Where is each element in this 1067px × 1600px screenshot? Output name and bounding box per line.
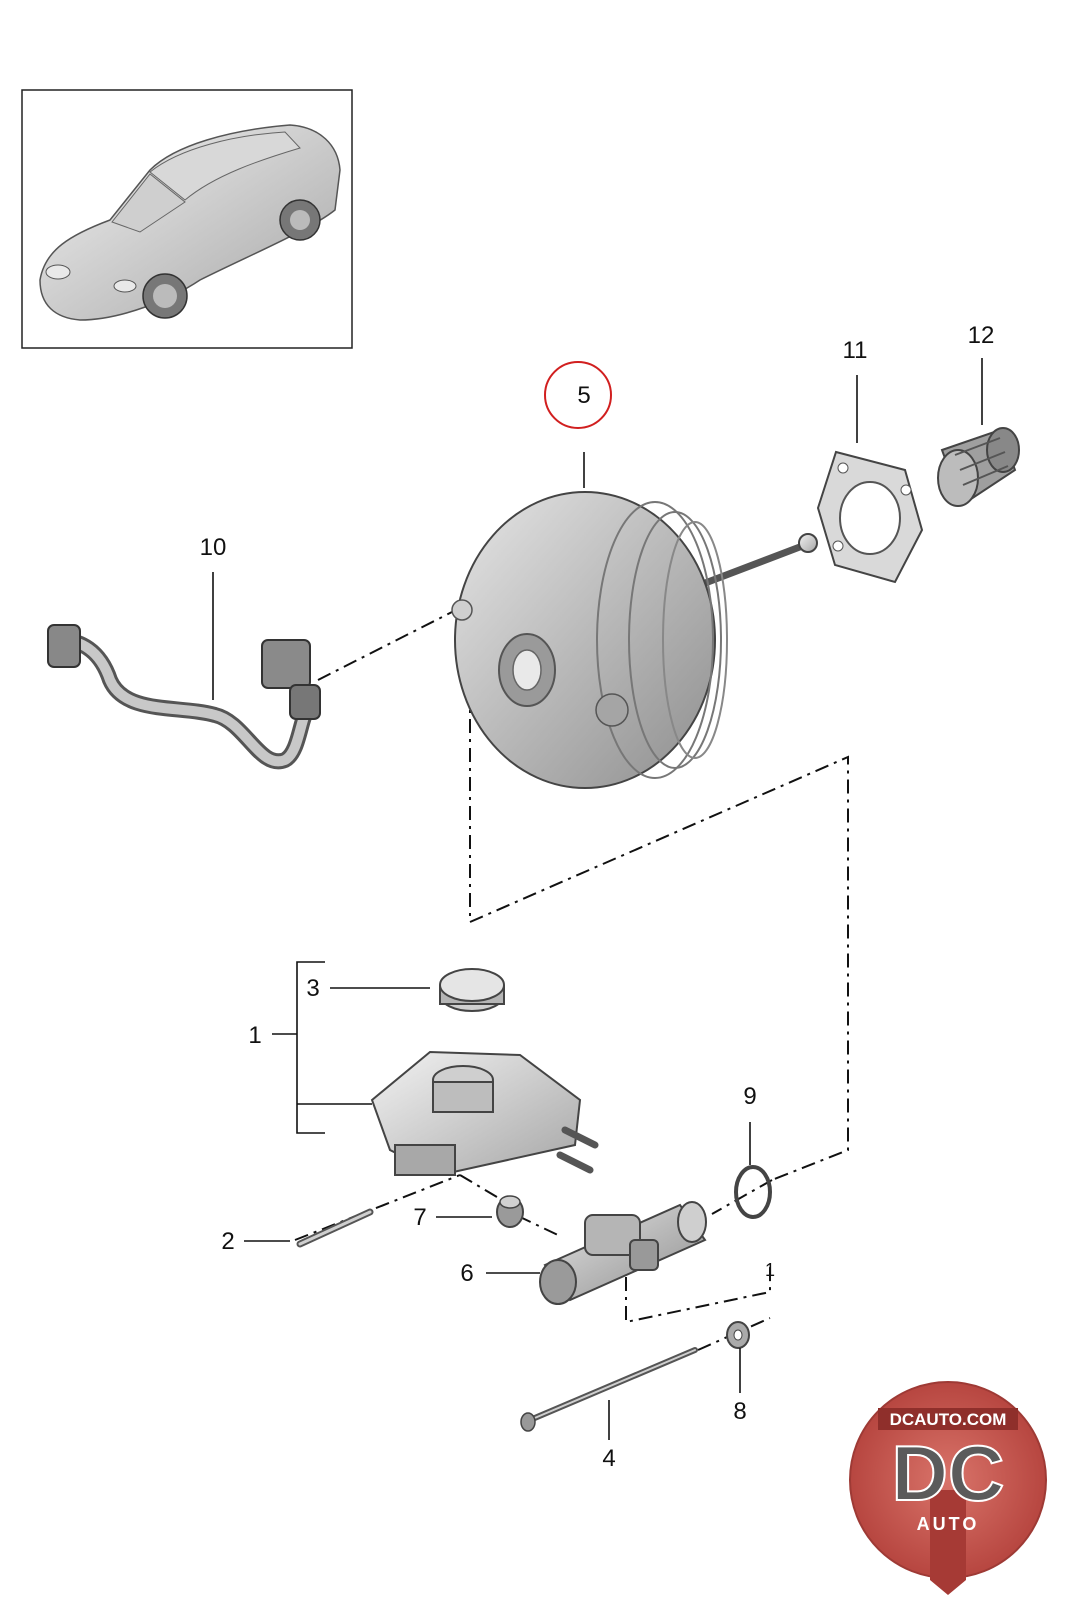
callout-labels: 1 1 2 3 4 5 6 7 8 9 10 11 12 xyxy=(200,322,995,1472)
callout-5: 5 xyxy=(577,382,590,409)
car-illustration xyxy=(39,124,341,321)
vehicle-thumbnail xyxy=(21,89,353,349)
dcauto-logo: DCAUTO.COM DC AUTO xyxy=(849,1381,1047,1595)
gasket xyxy=(816,450,924,584)
bolt xyxy=(520,1347,698,1432)
o-ring xyxy=(734,1165,772,1219)
grommet xyxy=(496,1195,524,1228)
callout-7: 7 xyxy=(413,1204,426,1231)
nut xyxy=(726,1321,750,1349)
highlight-circle xyxy=(544,361,612,429)
callout-10: 10 xyxy=(200,534,227,561)
leader-lines xyxy=(212,358,983,1440)
callout-9: 9 xyxy=(743,1083,756,1110)
reservoir-cap xyxy=(439,968,505,1012)
callout-1-secondary: 1 xyxy=(765,1260,775,1280)
brake-booster xyxy=(451,491,818,789)
vacuum-hose xyxy=(47,624,321,770)
pin xyxy=(296,1208,374,1248)
callout-1: 1 xyxy=(248,1022,261,1049)
logo-sub-text: AUTO xyxy=(917,1514,980,1534)
callout-11: 11 xyxy=(843,337,868,364)
logo-main-text: DC xyxy=(892,1429,1005,1517)
fluid-reservoir xyxy=(370,1050,599,1177)
boot-seal xyxy=(937,427,1020,507)
callout-2: 2 xyxy=(221,1228,234,1255)
callout-8: 8 xyxy=(733,1398,746,1425)
callout-4: 4 xyxy=(602,1445,615,1472)
master-cylinder xyxy=(539,1201,707,1305)
callout-6: 6 xyxy=(460,1260,473,1287)
callout-3: 3 xyxy=(306,975,319,1002)
logo-top-text: DCAUTO.COM xyxy=(890,1410,1007,1429)
callout-12: 12 xyxy=(968,322,995,349)
